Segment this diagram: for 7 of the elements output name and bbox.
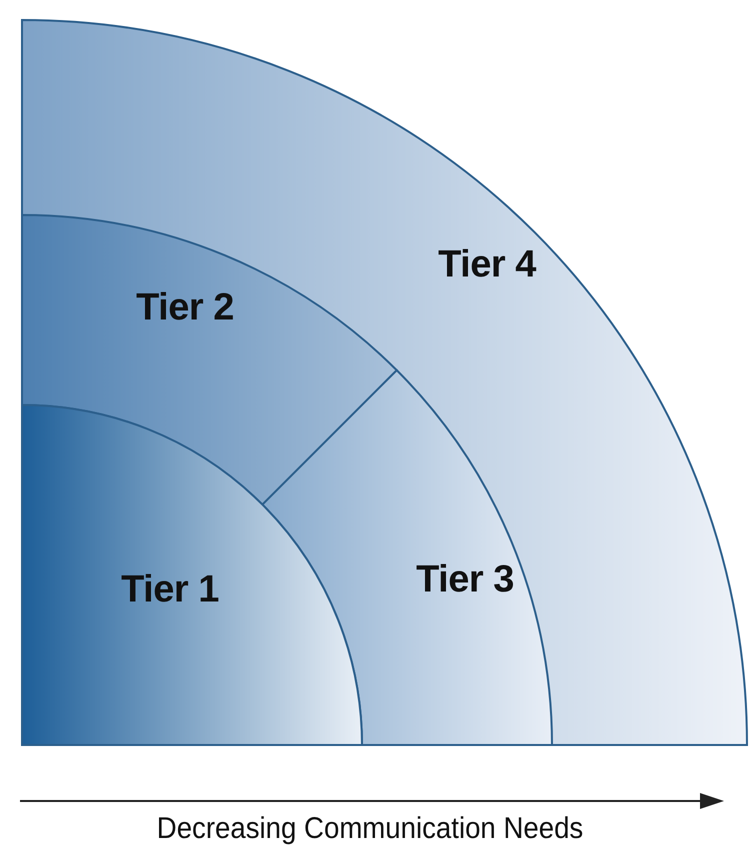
- ring-segment: [262, 370, 552, 745]
- arrow-caption: Decreasing Communication Needs: [156, 812, 584, 846]
- tier-label: Tier 3: [416, 558, 514, 602]
- tier-label: Tier 1: [121, 568, 219, 612]
- ring-segment: [22, 215, 397, 505]
- tier-label: Tier 2: [136, 286, 234, 330]
- tier-label: Tier 4: [438, 244, 536, 286]
